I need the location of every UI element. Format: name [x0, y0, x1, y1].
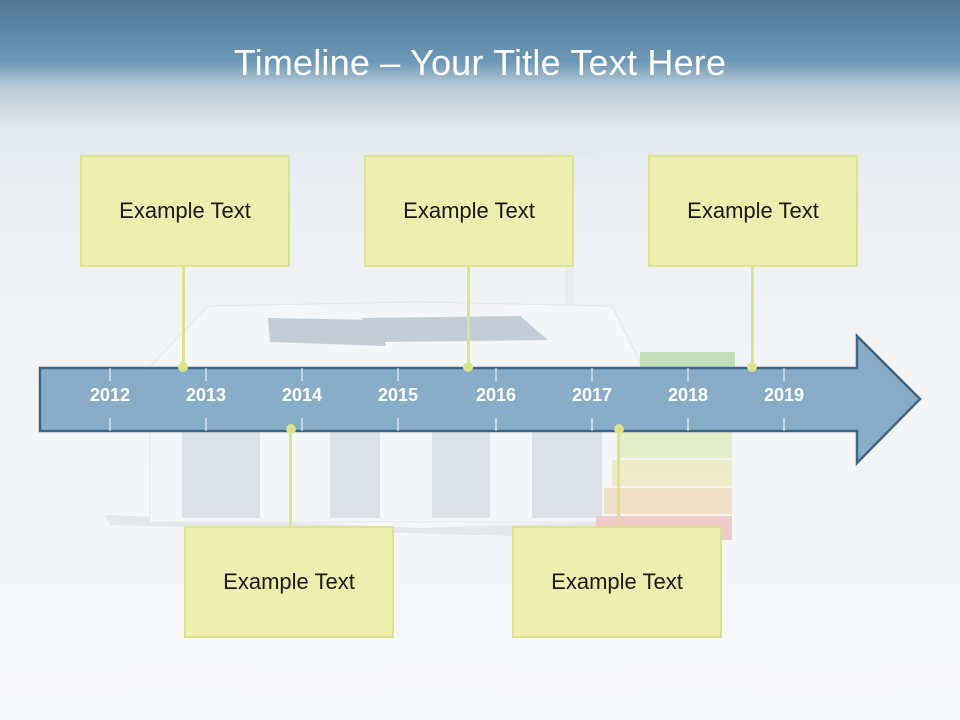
- event-box-top-2: Example Text: [364, 155, 574, 267]
- event-marker-dot: [747, 362, 757, 372]
- year-label-2018: 2018: [667, 385, 709, 405]
- year-label-2013: 2013: [185, 385, 227, 405]
- event-box-bottom-2: Example Text: [512, 526, 722, 638]
- year-label-2016: 2016: [475, 385, 517, 405]
- connector-line: [617, 430, 620, 528]
- connector-line: [289, 430, 292, 528]
- year-label-2017: 2017: [571, 385, 613, 405]
- event-marker-dot: [286, 424, 296, 434]
- year-label-2019: 2019: [763, 385, 805, 405]
- event-marker-dot: [463, 362, 473, 372]
- connector-line: [467, 267, 470, 366]
- slide-title: Timeline – Your Title Text Here: [233, 42, 727, 83]
- event-marker-dot: [178, 362, 188, 372]
- event-box-bottom-1: Example Text: [184, 526, 394, 638]
- connector-line: [751, 267, 754, 366]
- year-label-2012: 2012: [89, 385, 131, 405]
- connector-line: [182, 267, 185, 366]
- year-label-2015: 2015: [377, 385, 419, 405]
- event-box-top-1: Example Text: [80, 155, 290, 267]
- year-label-2014: 2014: [281, 385, 323, 405]
- event-marker-dot: [614, 424, 624, 434]
- event-box-top-3: Example Text: [648, 155, 858, 267]
